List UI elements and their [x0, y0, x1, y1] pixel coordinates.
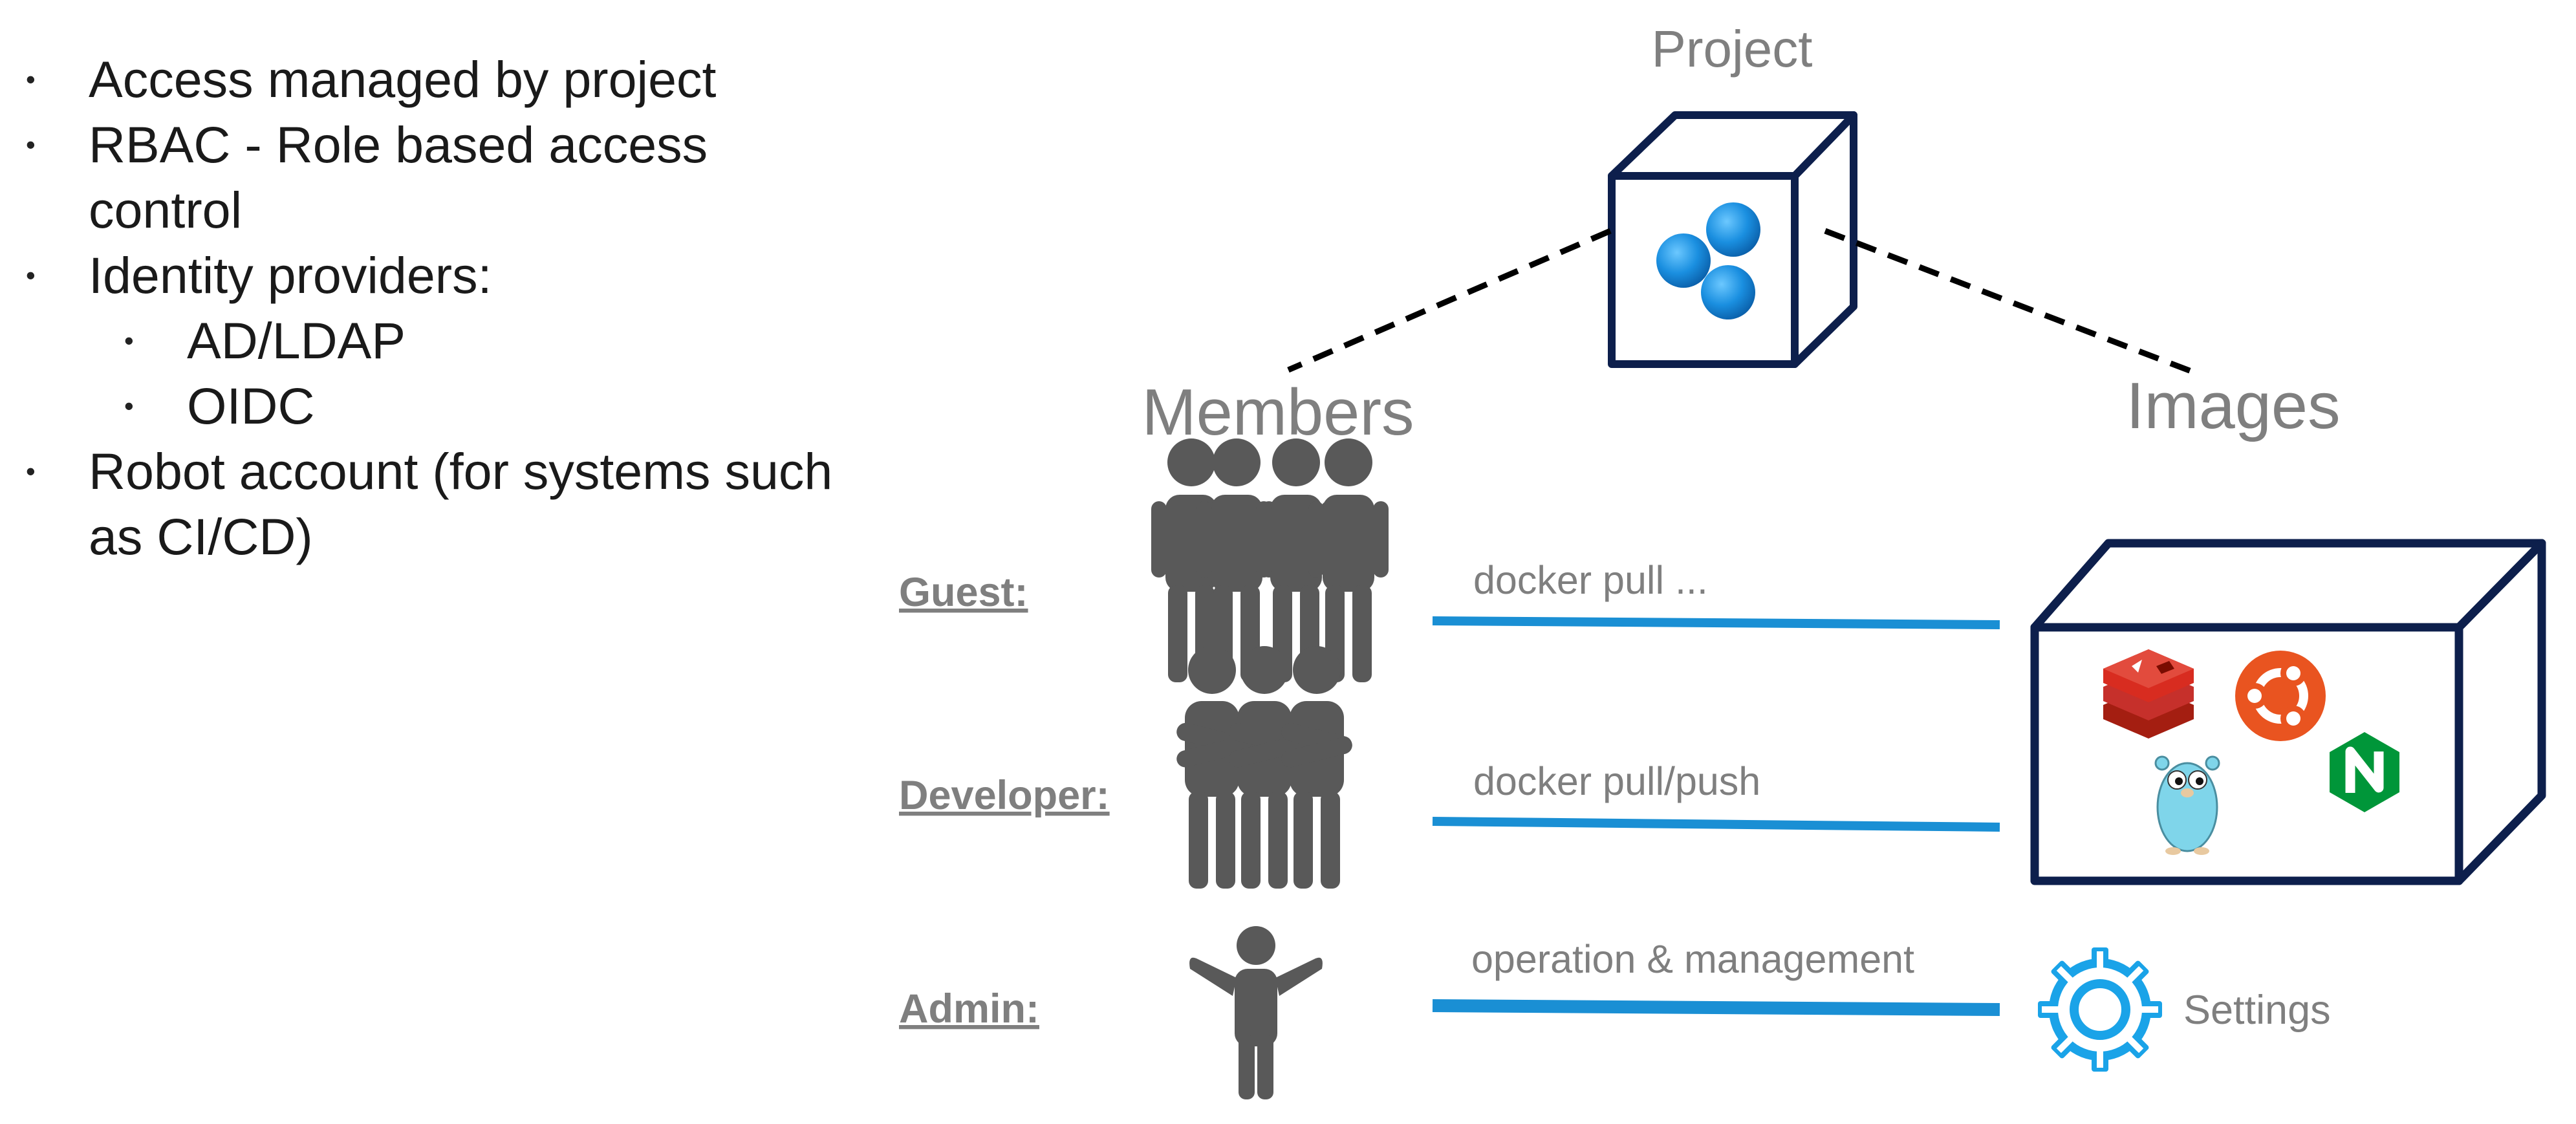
- settings-gear-icon: [2038, 947, 2162, 1072]
- project-members-connector: [1287, 228, 1612, 373]
- role-label-developer: Developer:: [899, 773, 1110, 818]
- developer-action-label: docker pull/push: [1473, 759, 1760, 803]
- members-label: Members: [1142, 376, 1414, 449]
- sub-bullet-item: AD/LDAP: [124, 308, 841, 373]
- sub-bullet-item: OIDC: [124, 373, 841, 438]
- bullet-item-label: Identity providers:: [89, 246, 492, 304]
- bullet-item: Robot account (for systems such as CI/CD…: [26, 438, 841, 569]
- developer-people-icon: [1174, 646, 1354, 889]
- bullet-list: Access managed by project RBAC - Role ba…: [26, 47, 841, 569]
- bullet-item: RBAC - Role based access control: [26, 112, 841, 243]
- project-label: Project: [1652, 20, 1813, 78]
- nginx-icon: [2330, 732, 2399, 812]
- admin-person-icon: [1189, 926, 1323, 1099]
- bullet-item: Access managed by project: [26, 47, 841, 112]
- admin-action-label: operation & management: [1471, 937, 1914, 981]
- guest-action-label: docker pull ...: [1473, 558, 1708, 602]
- settings-label: Settings: [2183, 988, 2331, 1033]
- sub-bullet-list: AD/LDAP OIDC: [89, 308, 841, 438]
- admin-access-line: [1432, 999, 2000, 1016]
- ubuntu-icon: [2235, 651, 2326, 741]
- developer-access-line: [1432, 817, 2000, 832]
- guest-people-icon: [1151, 438, 1389, 682]
- project-images-connector: [1824, 228, 2192, 374]
- images-label: Images: [2126, 370, 2340, 442]
- bullet-item: Identity providers: AD/LDAP OIDC: [26, 243, 841, 438]
- role-label-guest: Guest:: [899, 570, 1028, 615]
- role-label-admin: Admin:: [899, 986, 1039, 1032]
- harbor-spheres-icon: [1656, 202, 1760, 319]
- go-gopher-icon: [2154, 755, 2220, 855]
- guest-access-line: [1432, 616, 2000, 629]
- redis-icon: [2103, 649, 2194, 739]
